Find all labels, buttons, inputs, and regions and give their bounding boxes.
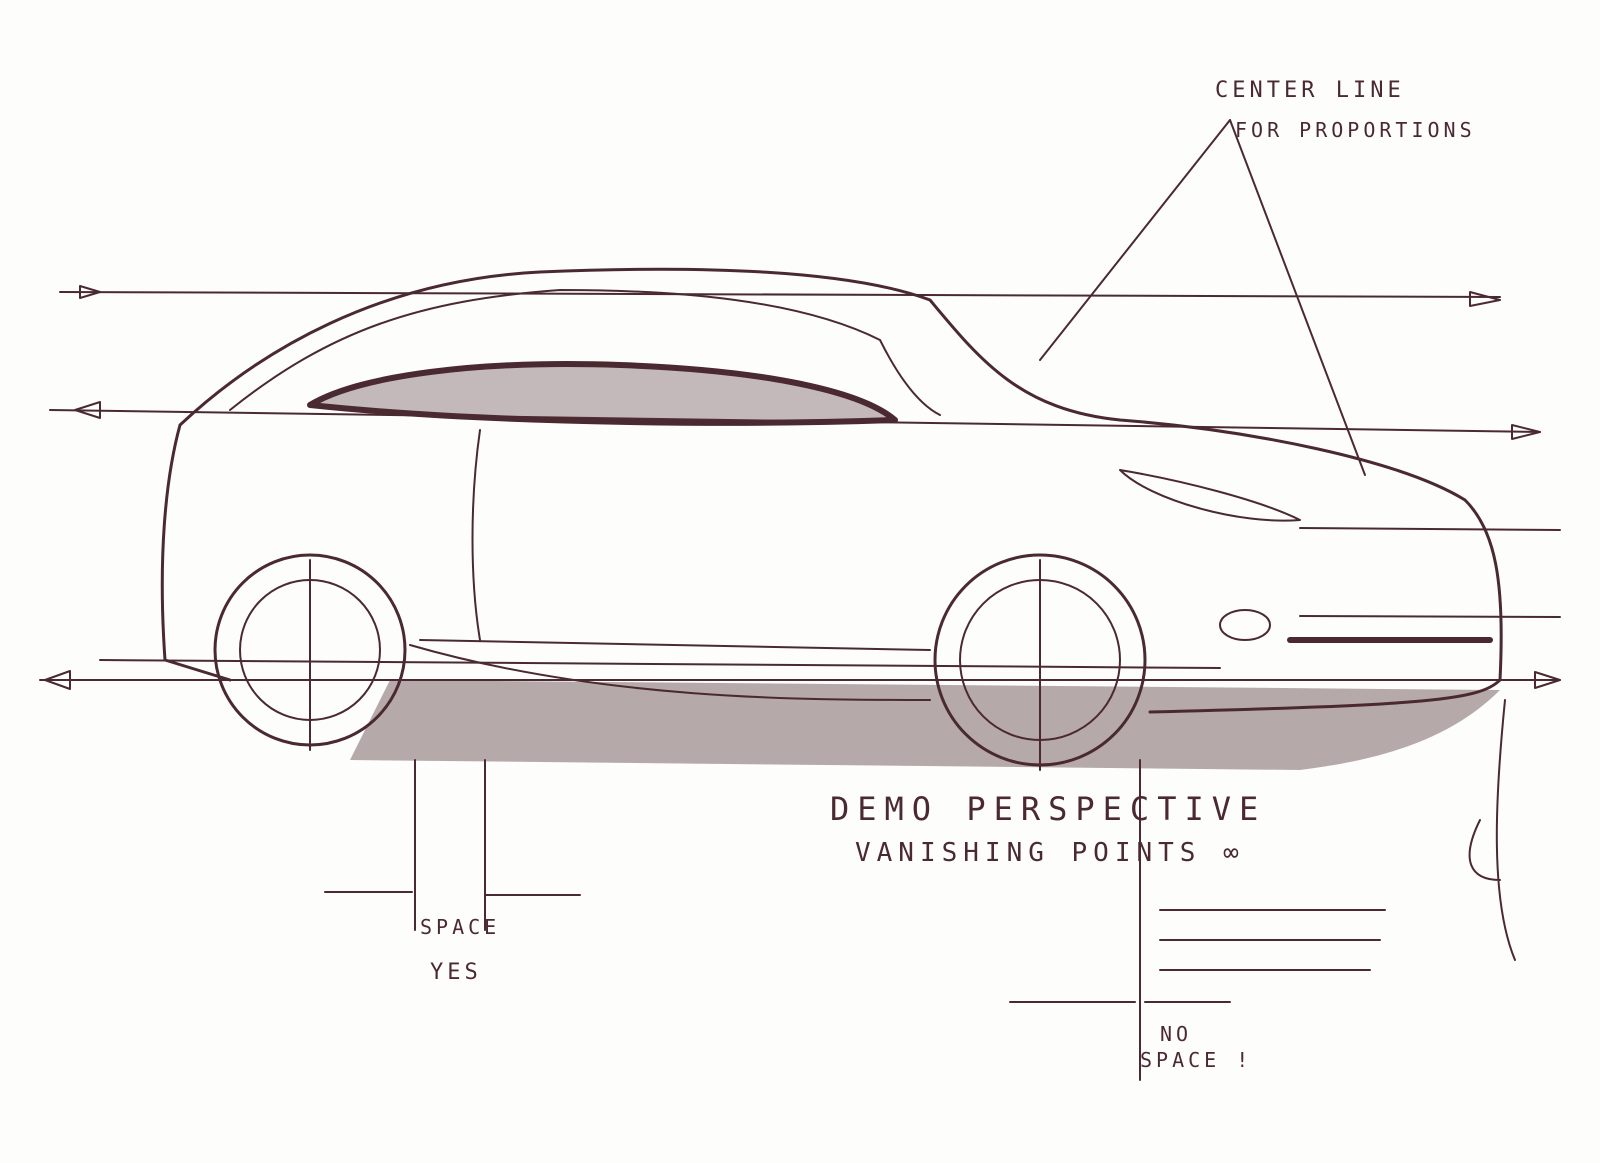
side-window [307,361,898,426]
door-lines [409,429,931,701]
ground-shadow [350,680,1500,770]
car-body-outline [160,267,1503,714]
center-line-label-2: FOR PROPORTIONS [1235,118,1476,142]
vanishing-points-label: VANISHING POINTS ∞ [855,838,1245,868]
guide-line [59,291,1501,298]
signature [1468,699,1516,961]
no-space-label-2: SPACE ! [1140,1048,1253,1072]
fog-light [1219,609,1271,641]
no-space-label: NO [1160,1022,1193,1046]
guide-line [99,659,1221,669]
parallel-arrows [1159,909,1386,971]
space-yes-label: SPACE [420,915,501,939]
headlight [1119,469,1301,522]
space-yes-label-2: YES [430,960,482,985]
guide-line [1299,615,1561,618]
center-line-label: CENTER LINE [1215,78,1405,103]
guide-line [1299,527,1561,531]
greenhouse [229,289,941,416]
arrowheads [44,285,1561,690]
pointer-line [1039,119,1231,361]
perspective-label: DEMO PERSPECTIVE [830,790,1267,828]
dimension-arrows [324,891,581,896]
pointer-line [1229,119,1366,476]
